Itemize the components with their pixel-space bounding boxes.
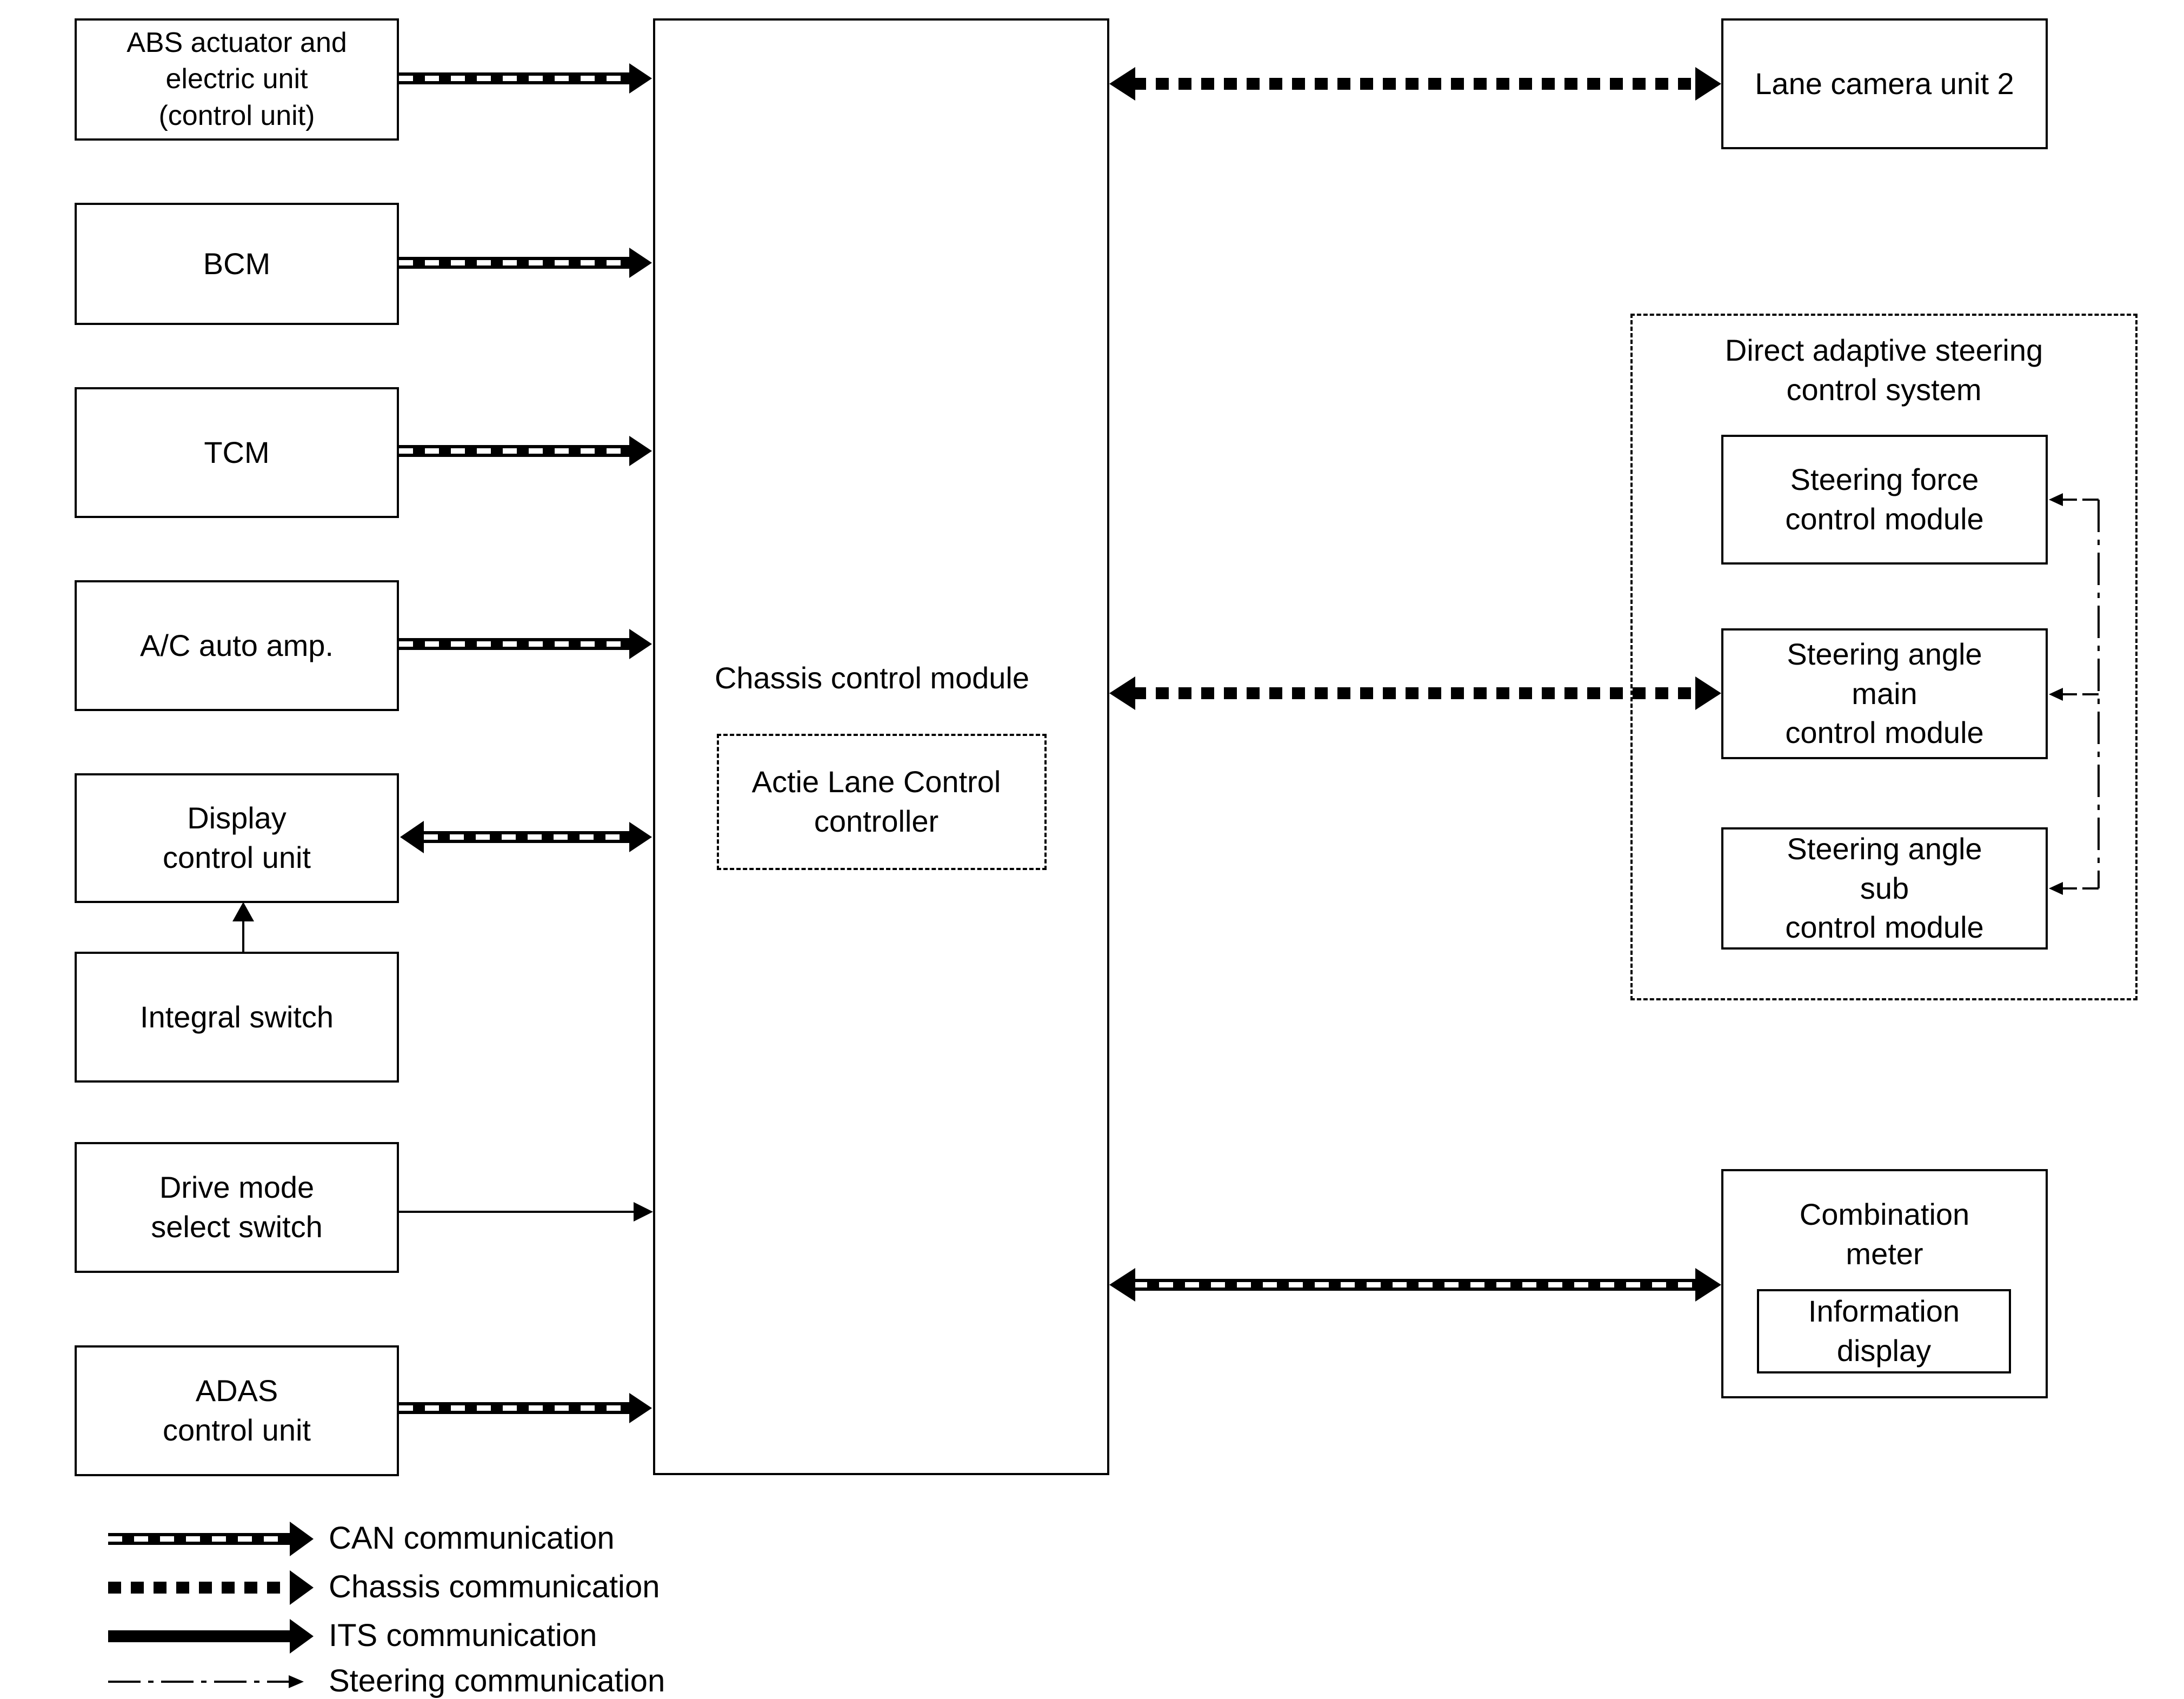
active-lane-control-controller <box>717 734 1047 870</box>
legend-can-label: CAN communication <box>329 1521 615 1556</box>
drive-mode-select-switch: Drive mode select switch <box>75 1142 399 1273</box>
chassis-link-lane-camera <box>1109 67 1721 101</box>
integral-switch: Integral switch <box>75 952 399 1083</box>
can-link-adas <box>399 1393 652 1423</box>
ac-auto-amp-unit: A/C auto amp. <box>75 580 399 711</box>
can-link-display <box>400 821 652 853</box>
can-link-ac <box>399 629 652 659</box>
steering-angle-main-control-module: Steering angle main control module <box>1721 628 2048 759</box>
steering-comm-links <box>2049 493 2100 895</box>
steering-force-control-module: Steering force control module <box>1721 435 2048 565</box>
can-link-combination-meter <box>1109 1268 1721 1302</box>
legend-chassis-label: Chassis communication <box>329 1569 660 1604</box>
active-lane-control-label: Actie Lane Control controller <box>751 765 1001 838</box>
integral-to-display-link <box>232 902 254 952</box>
lane-camera-unit: Lane camera unit 2 <box>1721 18 2048 149</box>
legend-its-label: ITS communication <box>329 1618 597 1653</box>
drive-mode-link <box>399 1202 653 1222</box>
chassis-control-module <box>653 18 1109 1475</box>
direct-adaptive-steering-system <box>1630 314 2138 1000</box>
chassis-link-steering-main <box>1109 676 1721 710</box>
abs-actuator-unit: ABS actuator and electric unit (control … <box>75 18 399 141</box>
steering-angle-sub-control-module: Steering angle sub control module <box>1721 827 2048 950</box>
legend-steering-sample <box>108 1675 304 1688</box>
combination-meter-label: Combination meter <box>1799 1197 1970 1271</box>
das-system-title: Direct adaptive steering control system <box>1724 333 2043 407</box>
tcm-unit: TCM <box>75 387 399 518</box>
legend-can-sample <box>108 1522 314 1556</box>
chassis-control-module-label: Chassis control module <box>714 661 1030 695</box>
legend-chassis-sample <box>108 1570 314 1605</box>
can-link-bcm <box>399 248 652 278</box>
information-display: Information display <box>1757 1289 2011 1373</box>
can-link-abs <box>399 63 652 94</box>
display-control-unit: Display control unit <box>75 773 399 903</box>
legend-its-sample <box>108 1619 314 1654</box>
can-link-tcm <box>399 436 652 466</box>
adas-control-unit: ADAS control unit <box>75 1345 399 1476</box>
legend-steering-label: Steering communication <box>329 1663 665 1698</box>
bcm-unit: BCM <box>75 203 399 325</box>
